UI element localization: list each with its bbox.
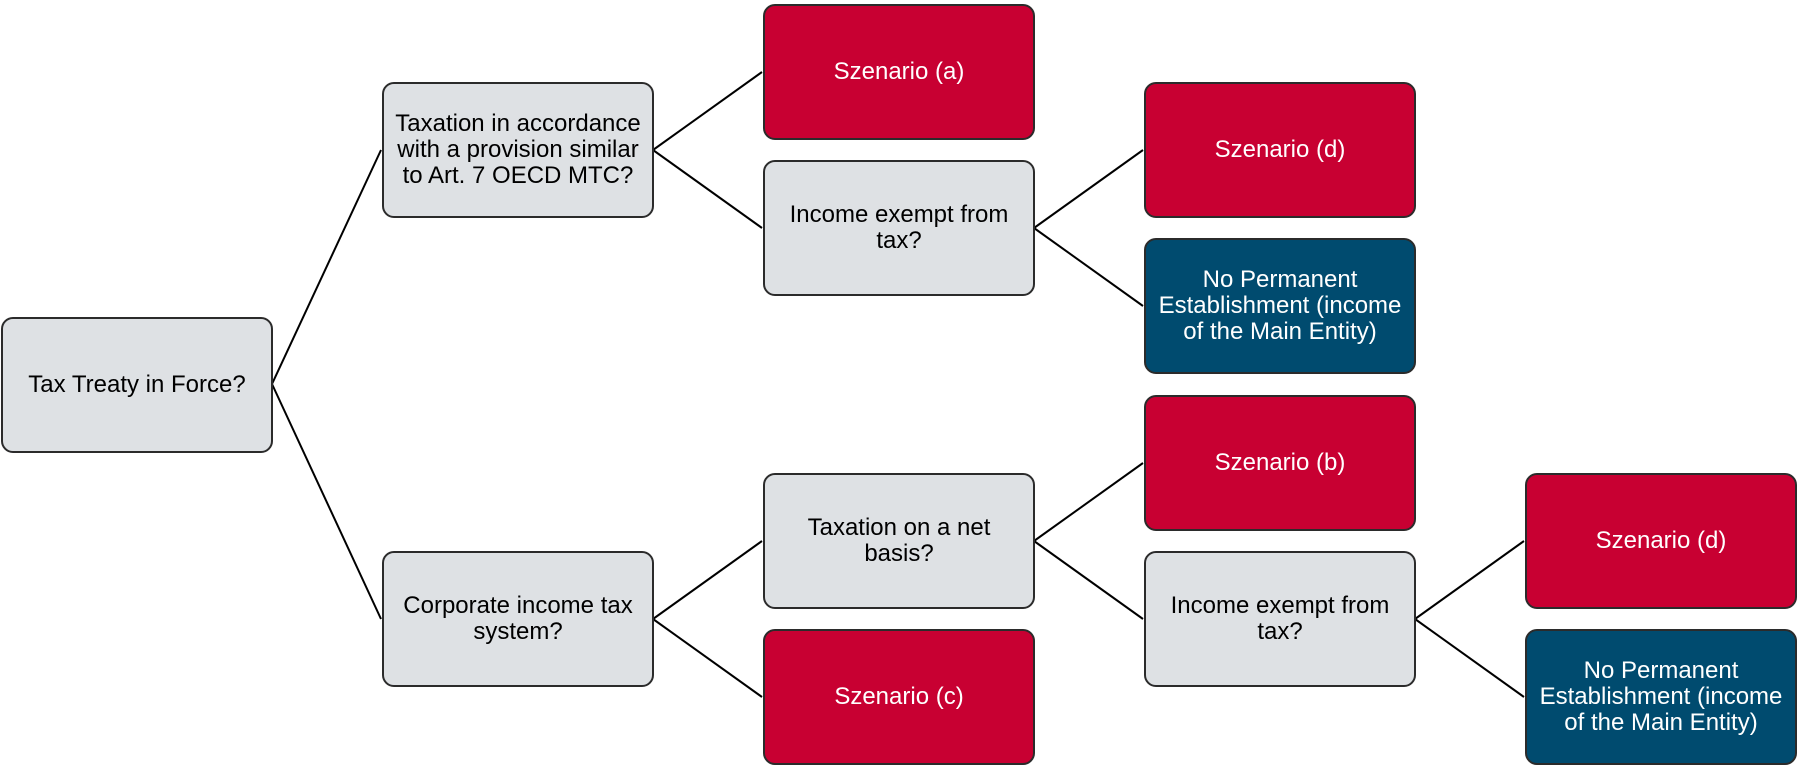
- edge-art7-scenario-a: [652, 71, 763, 151]
- edge-exempt-top-scenario-d: [1033, 149, 1144, 229]
- edge-net-basis-scenario-b: [1033, 462, 1144, 542]
- node-income-exempt-bottom: Income exempt from tax?: [1144, 551, 1416, 687]
- node-corporate-income-tax-label: Corporate income tax system?: [403, 592, 633, 645]
- node-net-basis-label: Taxation on a net basis?: [807, 514, 991, 567]
- edge-cit-net-basis: [652, 540, 763, 620]
- node-tax-treaty: Tax Treaty in Force?: [1, 317, 273, 453]
- node-scenario-a: Szenario (a): [763, 4, 1035, 140]
- node-scenario-d-top-label: Szenario (d): [1214, 136, 1346, 164]
- node-scenario-c-label: Szenario (c): [834, 683, 964, 711]
- edge-root-art7: [271, 149, 382, 385]
- edge-cit-scenario-c: [652, 618, 763, 698]
- node-art7-provision: Taxation in accordance with a provision …: [382, 82, 654, 218]
- edge-root-cit: [271, 383, 382, 620]
- node-income-exempt-bottom-label: Income exempt from tax?: [1170, 592, 1390, 645]
- node-no-pe-top: No Permanent Establishment (income of th…: [1144, 238, 1416, 374]
- node-scenario-b-label: Szenario (b): [1214, 449, 1346, 477]
- node-scenario-d-bottom: Szenario (d): [1525, 473, 1797, 609]
- node-corporate-income-tax: Corporate income tax system?: [382, 551, 654, 687]
- node-scenario-d-top: Szenario (d): [1144, 82, 1416, 218]
- node-no-pe-top-label: No Permanent Establishment (income of th…: [1158, 266, 1402, 345]
- edge-exempt-top-no-pe: [1033, 227, 1144, 307]
- node-scenario-c: Szenario (c): [763, 629, 1035, 765]
- node-scenario-d-bottom-label: Szenario (d): [1595, 527, 1727, 555]
- node-tax-treaty-label: Tax Treaty in Force?: [28, 371, 246, 399]
- node-scenario-b: Szenario (b): [1144, 395, 1416, 531]
- node-no-pe-bottom-label: No Permanent Establishment (income of th…: [1539, 657, 1783, 736]
- edge-exempt-bottom-no-pe: [1414, 618, 1525, 698]
- node-no-pe-bottom: No Permanent Establishment (income of th…: [1525, 629, 1797, 765]
- node-income-exempt-top: Income exempt from tax?: [763, 160, 1035, 296]
- node-scenario-a-label: Szenario (a): [833, 58, 965, 86]
- edge-exempt-bottom-scenario-d: [1414, 540, 1525, 620]
- edge-art7-exempt-top: [652, 149, 763, 229]
- node-art7-provision-label: Taxation in accordance with a provision …: [395, 110, 641, 189]
- edge-net-basis-exempt-bottom: [1033, 540, 1144, 620]
- node-income-exempt-top-label: Income exempt from tax?: [789, 201, 1009, 254]
- node-net-basis: Taxation on a net basis?: [763, 473, 1035, 609]
